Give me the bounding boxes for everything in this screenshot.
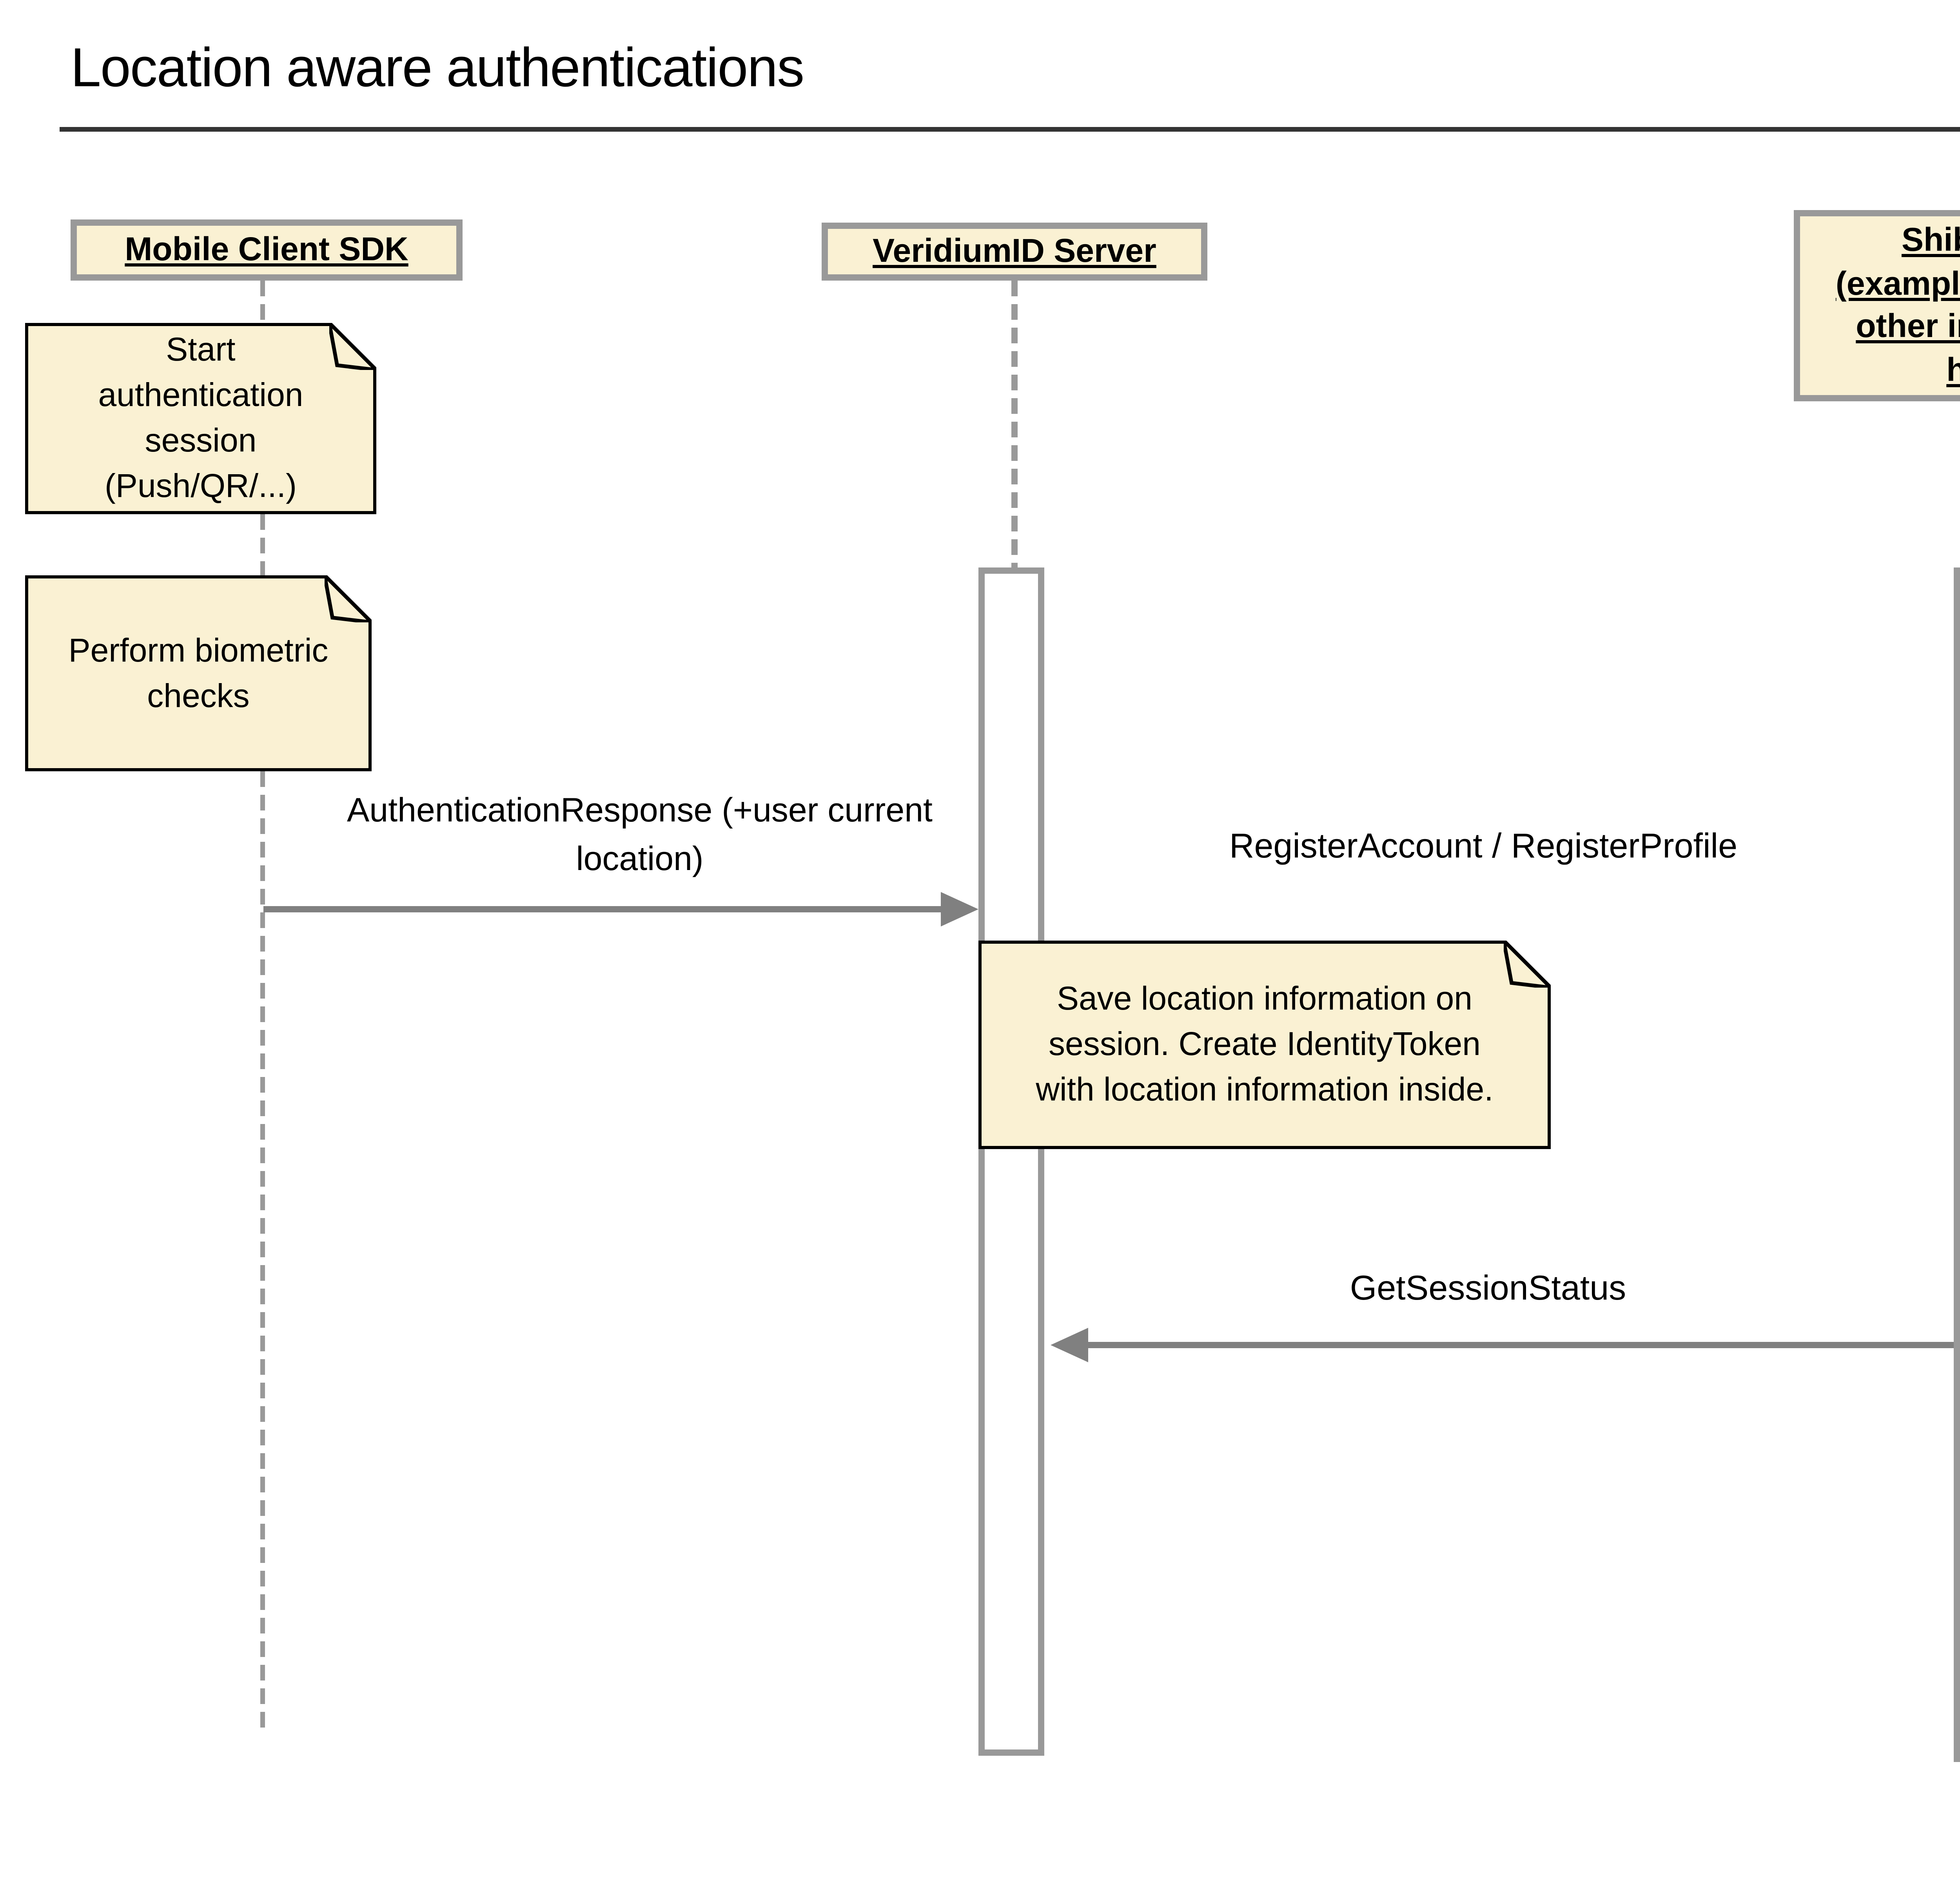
activation-bar-veridium <box>978 567 1044 1756</box>
activation-bar-shibboleth <box>1954 567 1960 1762</box>
note-fold-icon <box>1504 940 1552 987</box>
actor-veridiumid-server-label: VeridiumID Server <box>873 233 1156 269</box>
lifeline-mobile-segment-3 <box>260 771 266 1728</box>
message-label-get-session-status: GetSessionStatus <box>1350 1268 1626 1307</box>
actor-shibboleth: Shibboleth (example. Could be other inte… <box>1794 210 1960 401</box>
title-underline-rule <box>60 127 1960 132</box>
note-fold-icon <box>325 575 372 622</box>
arrowhead-left-icon <box>1051 1328 1088 1362</box>
lifeline-veridium-segment <box>1011 281 1017 567</box>
message-arrow-get-session-status-shaft <box>1088 1342 1954 1348</box>
lifeline-mobile-segment-2 <box>260 514 266 575</box>
actor-mobile-client-sdk: Mobile Client SDK <box>71 219 463 281</box>
lifeline-mobile-segment-1 <box>260 281 266 323</box>
note-start-authentication: Start authentication session (Push/QR/..… <box>25 322 377 514</box>
message-arrow-authentication-response-shaft <box>263 906 942 912</box>
message-label-authentication-response: AuthenticationResponse (+user current lo… <box>347 792 933 878</box>
page-title: Location aware authentications <box>71 38 804 99</box>
actor-veridiumid-server: VeridiumID Server <box>822 223 1207 281</box>
note-perform-biometric-checks-text: Perform biometric checks <box>68 633 328 714</box>
note-perform-biometric-checks: Perform biometric checks <box>25 575 372 771</box>
note-save-location-information-text: Save location information on session. Cr… <box>1036 981 1494 1108</box>
message-label-register-account: RegisterAccount / RegisterProfile <box>1229 826 1738 865</box>
note-start-authentication-text: Start authentication session (Push/QR/..… <box>98 332 303 505</box>
note-save-location-information: Save location information on session. Cr… <box>978 940 1552 1149</box>
note-fold-icon <box>330 322 377 370</box>
actor-mobile-client-sdk-label: Mobile Client SDK <box>125 232 408 268</box>
actor-shibboleth-label: Shibboleth (example. Could be other inte… <box>1835 223 1960 388</box>
arrowhead-right-icon <box>941 892 978 926</box>
